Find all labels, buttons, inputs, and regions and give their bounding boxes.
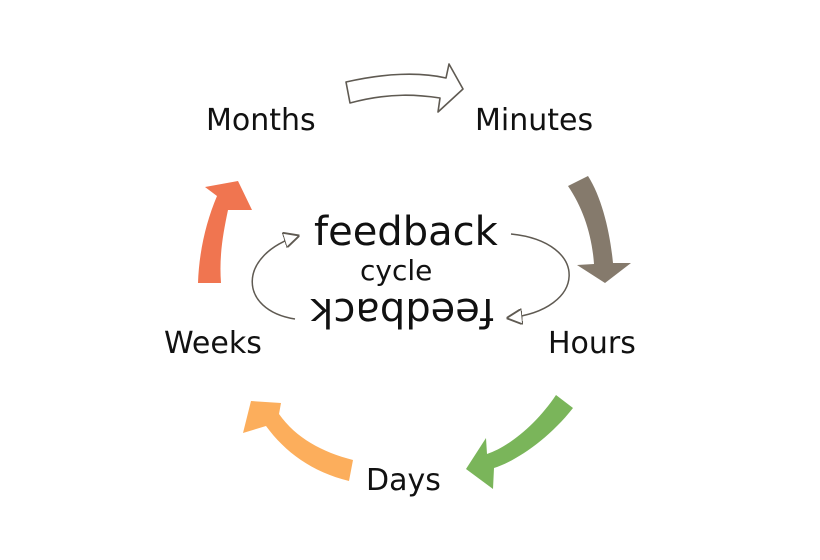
arrow-hours-to-days: [466, 395, 573, 489]
center-text-middle: cycle: [360, 254, 433, 287]
inner-arrow-right: [508, 233, 570, 318]
stage-label-days: Days: [366, 463, 441, 498]
stage-label-hours: Hours: [548, 326, 636, 361]
arrow-days-to-weeks: [243, 401, 353, 481]
arrow-weeks-to-months: [198, 181, 252, 283]
arrow-months-to-minutes: [345, 63, 464, 113]
center-text-bottom-inverted: feedback: [310, 289, 494, 335]
center-text-top: feedback: [314, 209, 498, 255]
stage-label-months: Months: [206, 103, 316, 138]
stage-label-minutes: Minutes: [475, 103, 594, 138]
arrow-minutes-to-hours: [568, 176, 631, 283]
stage-label-weeks: Weeks: [164, 326, 262, 361]
inner-arrow-left: [251, 236, 298, 320]
